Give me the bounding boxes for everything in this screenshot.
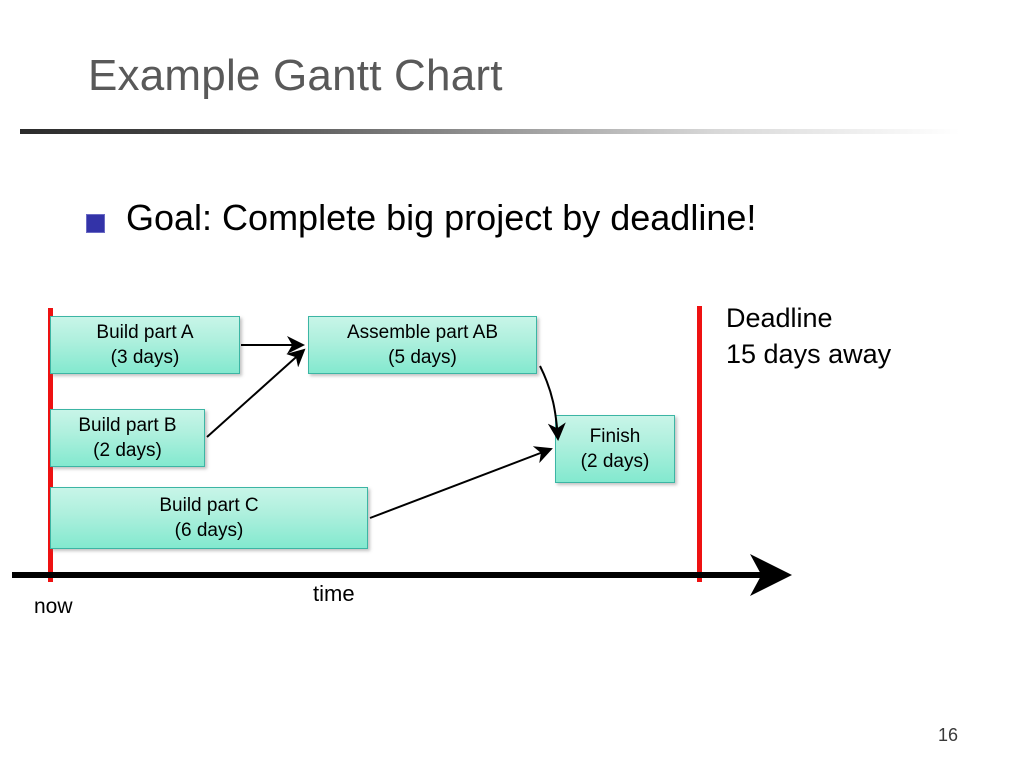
task-bar-finish[interactable]: Finish (2 days) <box>555 415 675 483</box>
task-name: Assemble part AB <box>346 322 499 343</box>
task-bar-build-part-b[interactable]: Build part B (2 days) <box>50 409 205 467</box>
deadline-label: Deadline 15 days away <box>726 300 891 372</box>
task-name: Build part B <box>78 415 177 436</box>
task-name: Build part A <box>96 322 194 343</box>
deadline-label-line2: 15 days away <box>726 339 892 369</box>
dependency-arrow-c-to-finish <box>369 446 553 519</box>
time-axis-label: time <box>313 581 355 606</box>
task-name: Finish <box>589 426 641 447</box>
page-title: Example Gantt Chart <box>88 51 503 100</box>
task-duration: (2 days) <box>580 451 650 472</box>
task-duration: (3 days) <box>110 347 180 368</box>
task-bar-build-part-c[interactable]: Build part C (6 days) <box>50 487 368 549</box>
now-axis-label: now <box>34 595 73 618</box>
deadline-label-line1: Deadline <box>726 303 833 333</box>
deadline-marker-line <box>697 306 702 582</box>
task-bar-assemble-part-ab[interactable]: Assemble part AB (5 days) <box>308 316 537 374</box>
task-bar-build-part-a[interactable]: Build part A (3 days) <box>50 316 240 374</box>
bullet-square-icon <box>86 214 105 233</box>
task-duration: (2 days) <box>93 440 162 461</box>
task-duration: (5 days) <box>388 347 457 368</box>
task-name: Build part C <box>159 495 259 516</box>
bullet-item: Goal: Complete big project by deadline! <box>86 196 756 240</box>
title-divider <box>20 129 960 134</box>
bullet-item-label: Goal: Complete big project by deadline! <box>126 197 757 238</box>
page-number: 16 <box>938 725 959 745</box>
task-duration: (6 days) <box>174 520 244 541</box>
